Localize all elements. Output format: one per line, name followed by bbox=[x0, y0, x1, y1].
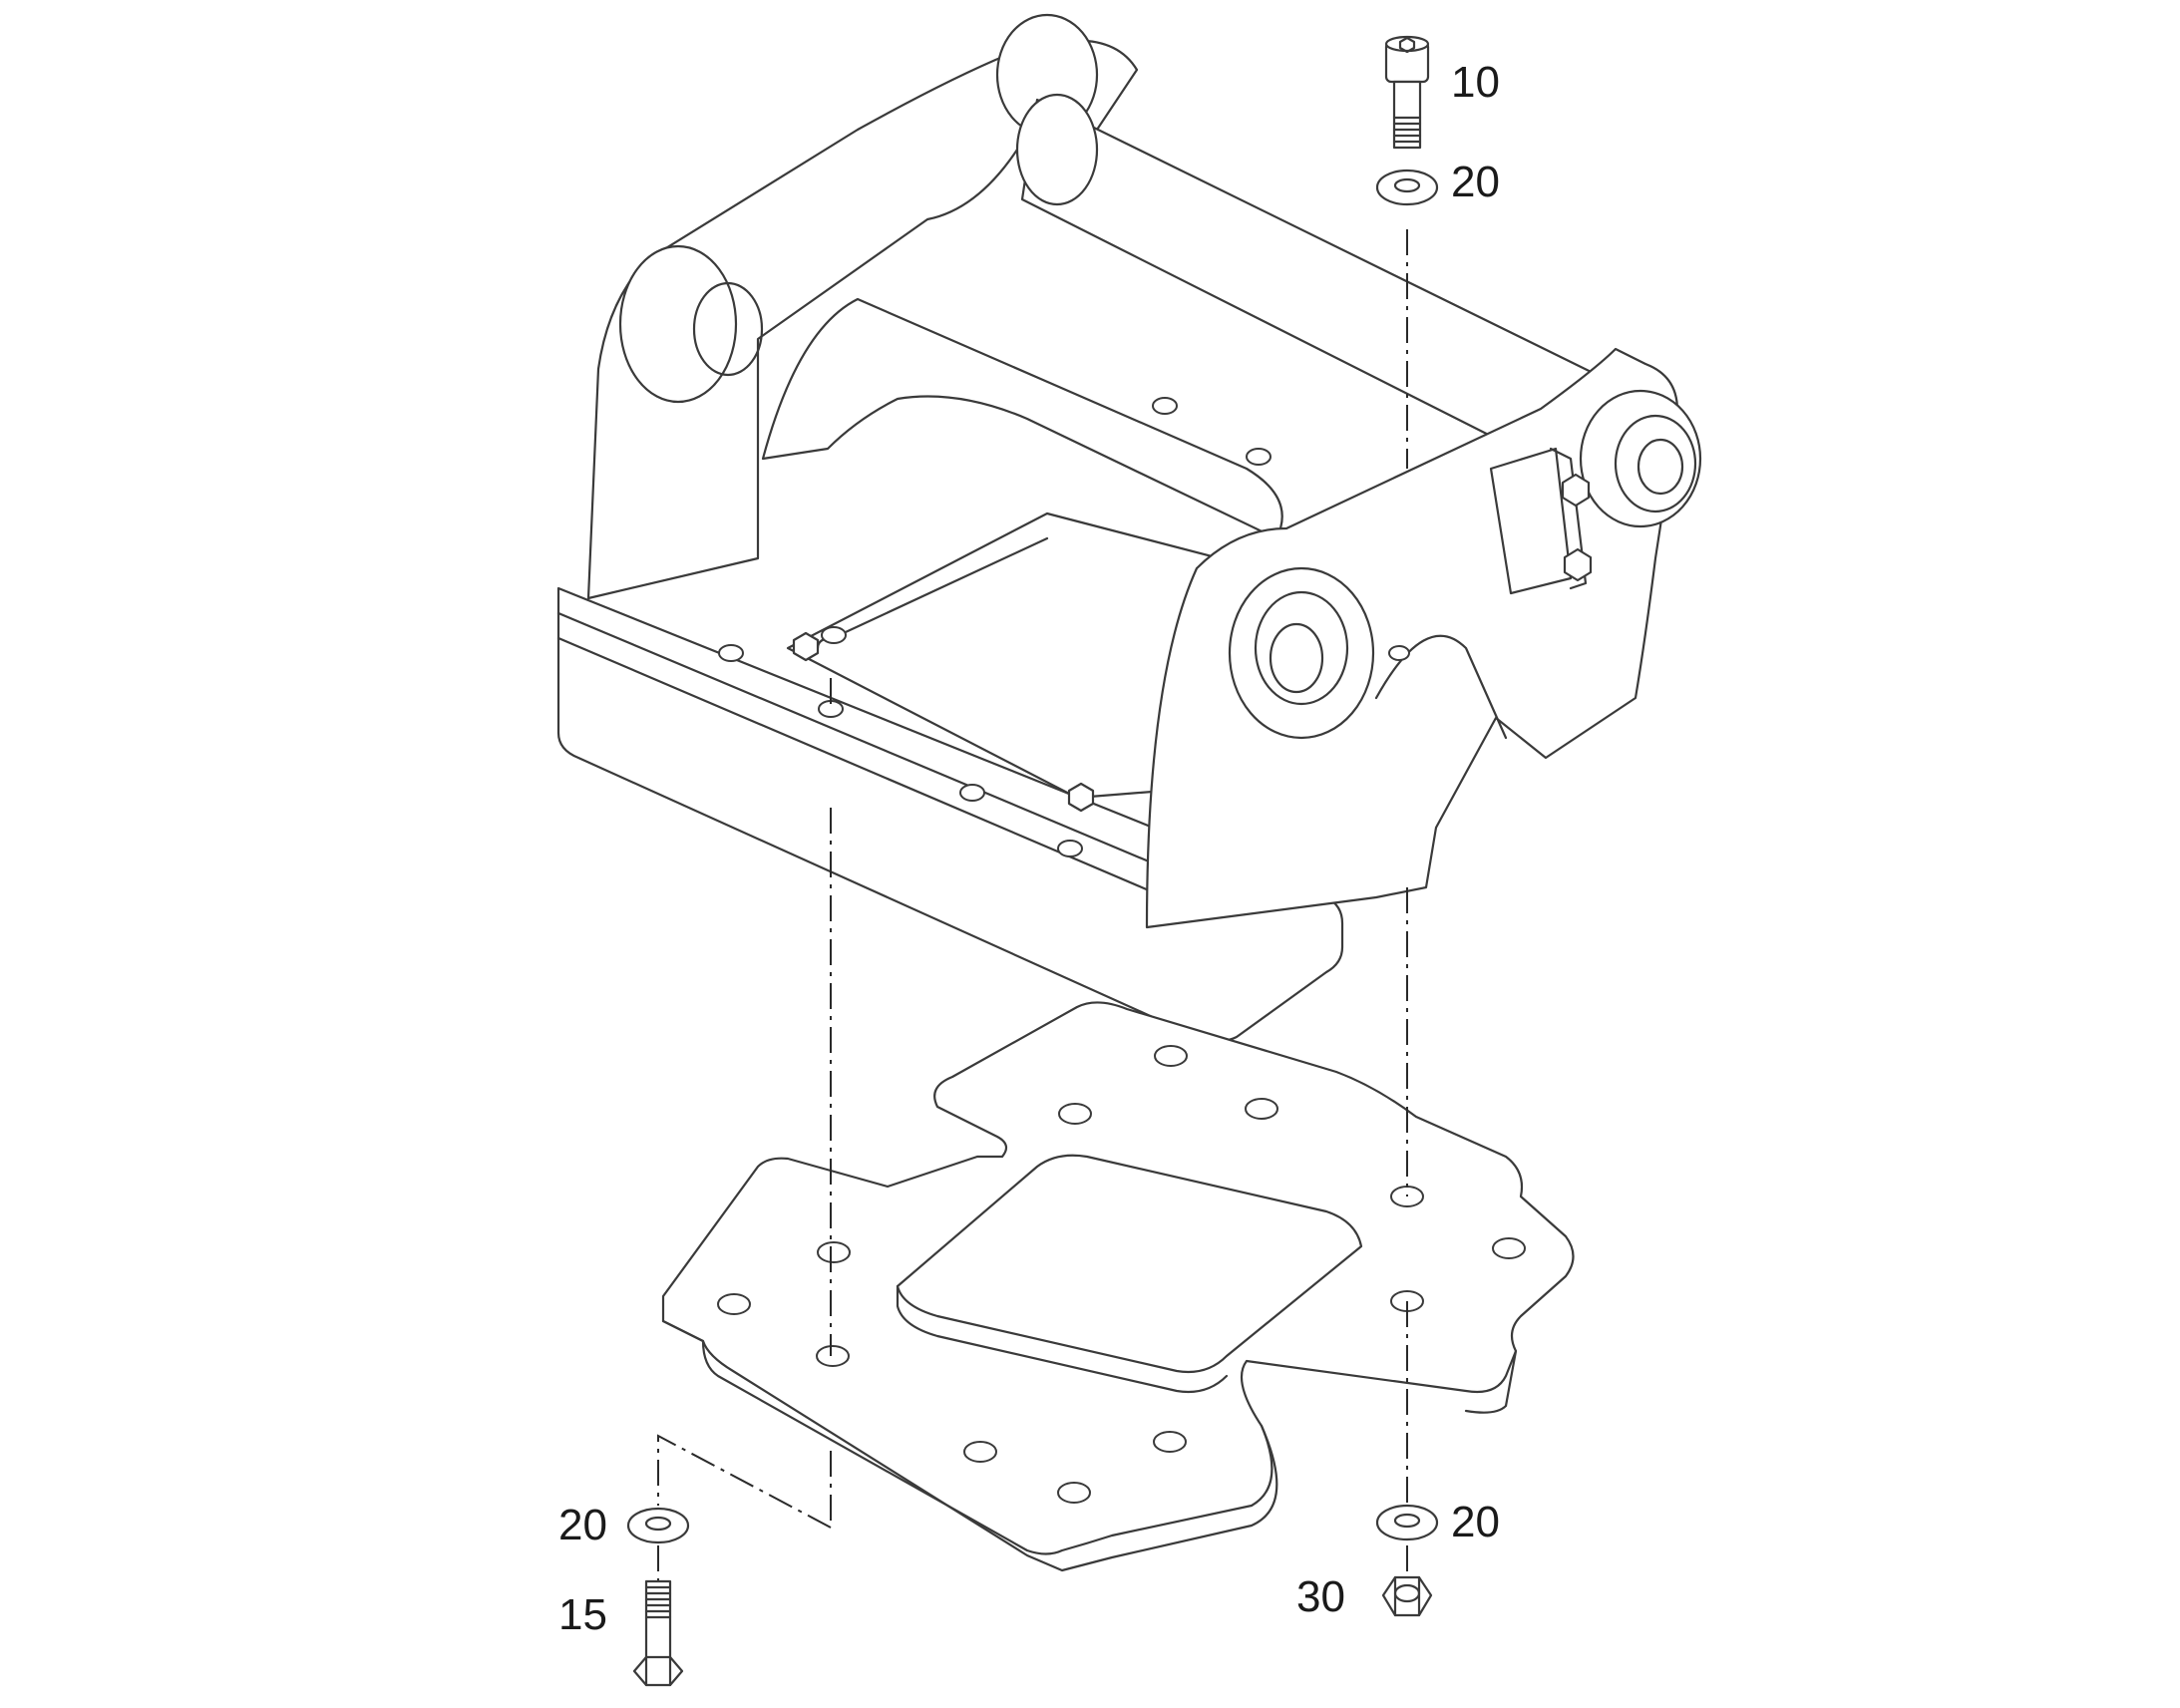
callout-30: 30 bbox=[1296, 1572, 1345, 1621]
callout-10: 10 bbox=[1451, 58, 1500, 107]
coupler-bolt-holes bbox=[718, 397, 1410, 857]
washer-20-left-icon bbox=[626, 1507, 690, 1544]
assembly-centerlines bbox=[657, 229, 1408, 1585]
cap-screw-10-icon bbox=[1384, 35, 1430, 150]
callout-20-left: 20 bbox=[558, 1501, 607, 1549]
callout-15: 15 bbox=[558, 1590, 607, 1639]
lock-bolt-icon bbox=[1561, 473, 1593, 582]
washer-20-top-icon bbox=[1375, 169, 1439, 206]
washer-20-right-icon bbox=[1375, 1504, 1439, 1541]
callout-20-right: 20 bbox=[1451, 1498, 1500, 1546]
callout-20-top: 20 bbox=[1451, 158, 1500, 206]
hex-nut-30-icon bbox=[1381, 1575, 1433, 1617]
adapter-plate bbox=[661, 1001, 1575, 1572]
quick-coupler-body bbox=[556, 13, 1702, 1043]
hex-bolt-15-icon bbox=[632, 1579, 684, 1687]
